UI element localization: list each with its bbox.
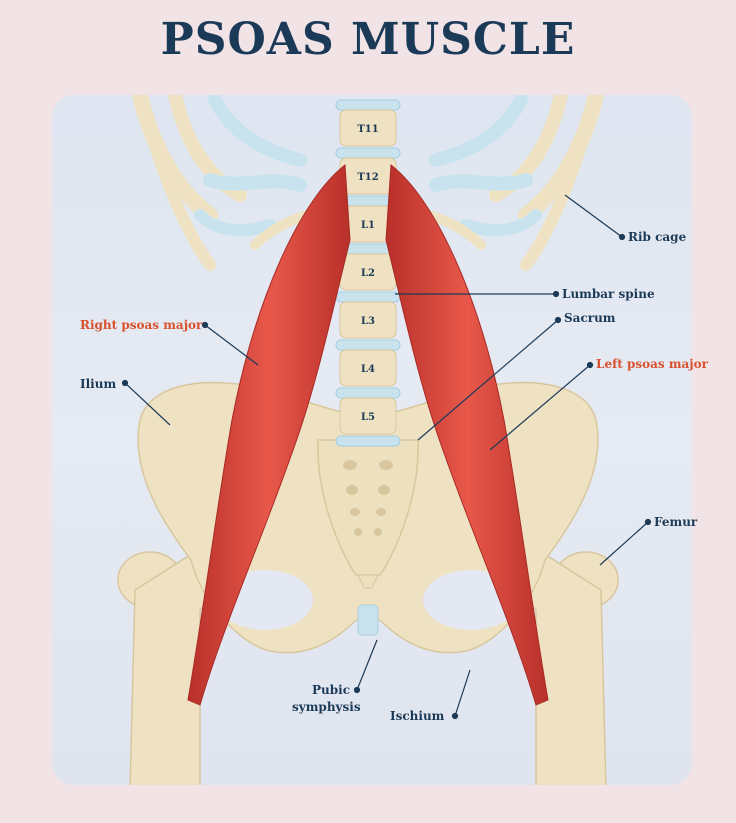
- vertebra-label-l2: L2: [361, 268, 375, 279]
- intervertebral-disc: [335, 291, 401, 303]
- intervertebral-disc: [335, 435, 401, 447]
- vertebra-label-t12: T12: [357, 172, 378, 183]
- vertebra-l4: [339, 349, 397, 387]
- left-psoas-major: [385, 164, 549, 706]
- right-psoas-major: [187, 164, 351, 706]
- label-sacrum: Sacrum: [564, 311, 616, 325]
- label-right-psoas-major: Right psoas major: [80, 318, 203, 332]
- label-rib-cage: Rib cage: [628, 230, 687, 244]
- label-ischium: Ischium: [390, 709, 445, 723]
- label-pubic-symphysis-line2: symphysis: [292, 700, 361, 714]
- vertebra-l3: [339, 301, 397, 339]
- intervertebral-disc: [335, 99, 401, 111]
- label-ilium: Ilium: [80, 377, 116, 391]
- rib-cage-left: [401, 95, 604, 271]
- label-lumbar-spine: Lumbar spine: [562, 287, 655, 301]
- intervertebral-disc: [335, 339, 401, 351]
- label-femur: Femur: [654, 515, 698, 529]
- vertebra-label-l1: L1: [361, 220, 375, 231]
- label-pubic-symphysis-line1: Pubic: [312, 683, 350, 697]
- vertebra-l5: [339, 397, 397, 435]
- vertebra-label-l5: L5: [361, 412, 375, 423]
- vertebra-t11: [339, 109, 397, 147]
- intervertebral-disc: [335, 387, 401, 399]
- femur-right: [117, 551, 214, 785]
- leader-lines: [121, 194, 652, 720]
- intervertebral-disc: [335, 147, 401, 159]
- vertebra-label-l4: L4: [361, 364, 375, 375]
- vertebra-label-l3: L3: [361, 316, 375, 327]
- sacrum-bone: [317, 439, 419, 589]
- label-left-psoas-major: Left psoas major: [596, 357, 709, 371]
- page-title: PSOAS MUSCLE: [160, 14, 576, 65]
- vertebra-label-t11: T11: [357, 124, 378, 135]
